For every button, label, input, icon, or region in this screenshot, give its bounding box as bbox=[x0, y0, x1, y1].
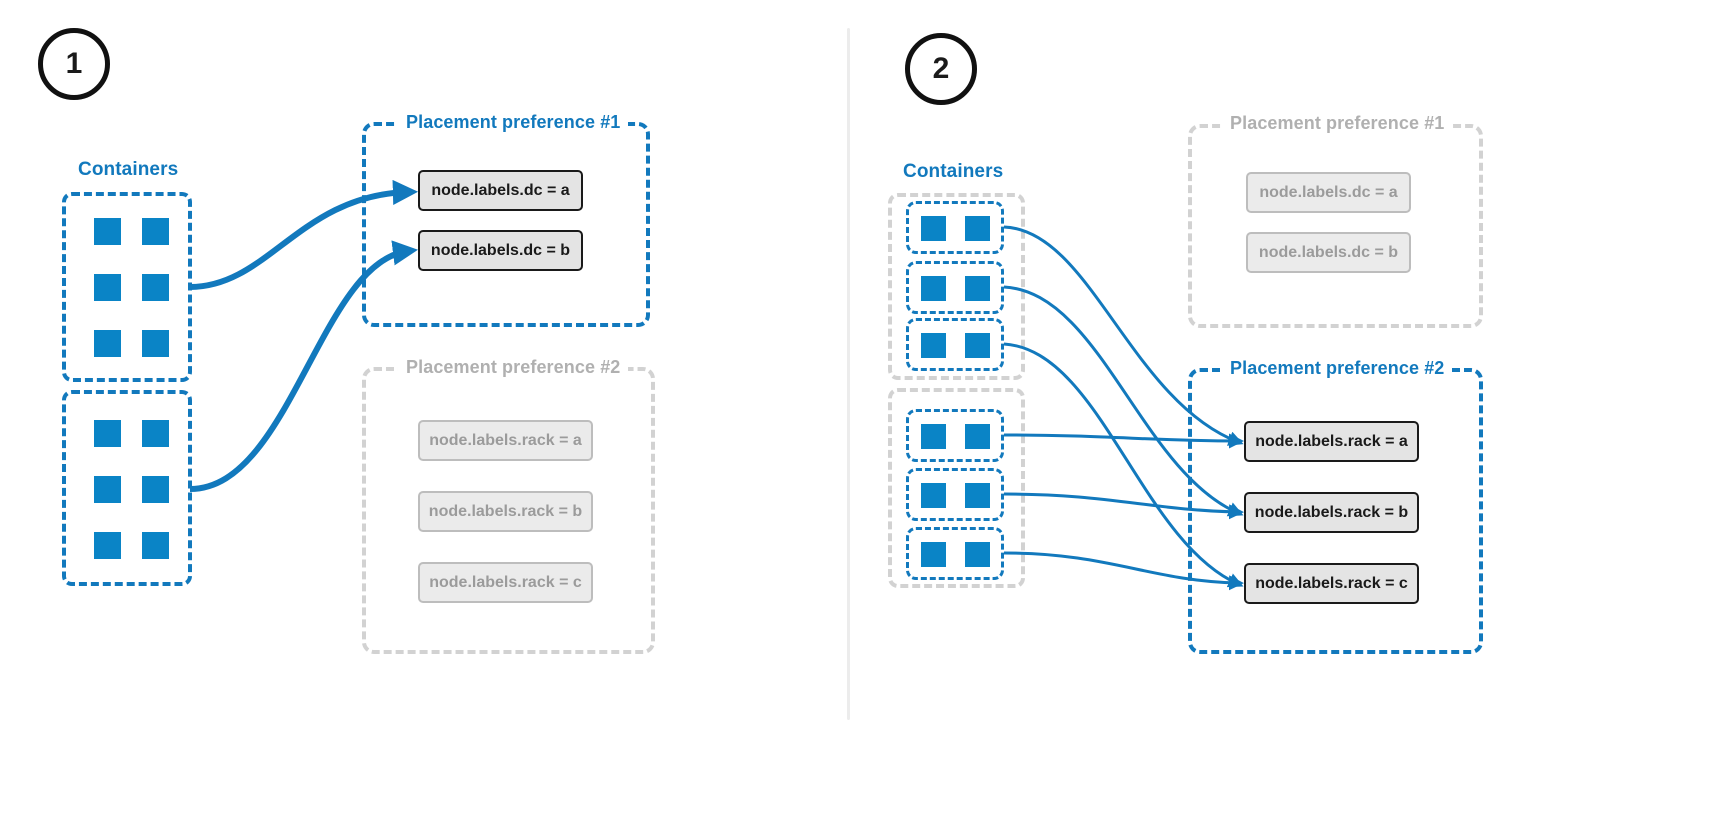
panel-divider bbox=[847, 28, 850, 720]
container-cell bbox=[94, 532, 121, 559]
step-badge-2: 2 bbox=[905, 33, 977, 105]
container-cell bbox=[965, 276, 990, 301]
chip-node-labels-rack-b-panel1[interactable]: node.labels.rack = b bbox=[418, 491, 593, 532]
container-cell bbox=[142, 476, 169, 503]
container-cell bbox=[142, 532, 169, 559]
placement-preference-1-panel1 bbox=[362, 122, 650, 327]
container-cell bbox=[94, 476, 121, 503]
containers-label-panel2: Containers bbox=[895, 162, 1012, 181]
containers-label-panel1: Containers bbox=[70, 160, 187, 179]
chip-node-labels-rack-b-panel2[interactable]: node.labels.rack = b bbox=[1244, 492, 1419, 533]
container-row-panel2-a2 bbox=[906, 261, 1004, 314]
container-cell bbox=[921, 424, 946, 449]
container-cell bbox=[921, 542, 946, 567]
container-cell bbox=[142, 330, 169, 357]
chip-node-labels-dc-a-panel2[interactable]: node.labels.dc = a bbox=[1246, 172, 1411, 213]
chip-node-labels-rack-c-panel2[interactable]: node.labels.rack = c bbox=[1244, 563, 1419, 604]
container-cell bbox=[965, 483, 990, 508]
container-cell bbox=[94, 274, 121, 301]
chip-node-labels-dc-b-panel1[interactable]: node.labels.dc = b bbox=[418, 230, 583, 271]
placement-preference-2-panel1-title: Placement preference #2 bbox=[398, 358, 629, 376]
container-row-panel2-a3 bbox=[906, 318, 1004, 371]
placement-preference-2-panel2-title: Placement preference #2 bbox=[1222, 359, 1453, 377]
container-cell bbox=[921, 483, 946, 508]
container-cell bbox=[965, 216, 990, 241]
container-cell bbox=[142, 218, 169, 245]
step-badge-1: 1 bbox=[38, 28, 110, 100]
chip-node-labels-dc-b-panel2[interactable]: node.labels.dc = b bbox=[1246, 232, 1411, 273]
chip-node-labels-dc-a-panel1[interactable]: node.labels.dc = a bbox=[418, 170, 583, 211]
container-cell bbox=[94, 330, 121, 357]
container-group-panel1-a bbox=[62, 192, 192, 382]
container-cell bbox=[965, 424, 990, 449]
container-cell bbox=[921, 216, 946, 241]
container-cell bbox=[965, 333, 990, 358]
container-cell bbox=[94, 218, 121, 245]
placement-preference-1-panel2-title: Placement preference #1 bbox=[1222, 114, 1453, 132]
container-cell bbox=[94, 420, 121, 447]
container-row-panel2-a1 bbox=[906, 201, 1004, 254]
container-row-panel2-b3 bbox=[906, 527, 1004, 580]
chip-node-labels-rack-c-panel1[interactable]: node.labels.rack = c bbox=[418, 562, 593, 603]
placement-preference-1-panel2 bbox=[1188, 124, 1483, 328]
container-cell bbox=[142, 420, 169, 447]
container-cell bbox=[965, 542, 990, 567]
chip-node-labels-rack-a-panel2[interactable]: node.labels.rack = a bbox=[1244, 421, 1419, 462]
container-group-panel1-b bbox=[62, 390, 192, 586]
container-row-panel2-b1 bbox=[906, 409, 1004, 462]
container-cell bbox=[921, 276, 946, 301]
container-row-panel2-b2 bbox=[906, 468, 1004, 521]
chip-node-labels-rack-a-panel1[interactable]: node.labels.rack = a bbox=[418, 420, 593, 461]
container-cell bbox=[921, 333, 946, 358]
container-cell bbox=[142, 274, 169, 301]
placement-preference-1-panel1-title: Placement preference #1 bbox=[398, 113, 629, 131]
